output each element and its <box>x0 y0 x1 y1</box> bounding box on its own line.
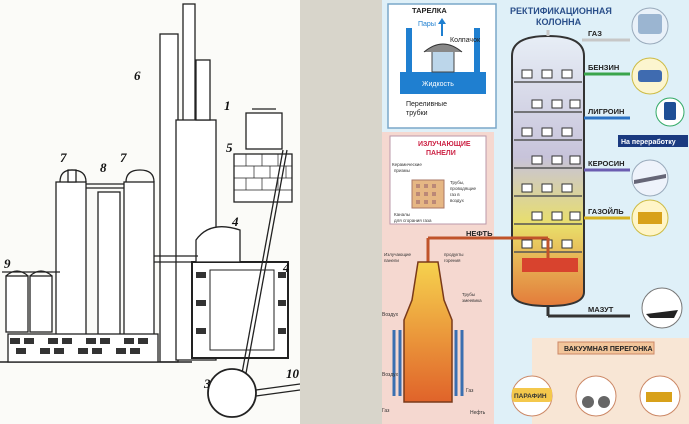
label-3: 3 <box>203 376 211 391</box>
plant-drawing-panel: 1 5 6 4 4 7 7 8 9 3 10 <box>0 0 301 424</box>
products-label-2: горения <box>444 258 461 263</box>
column-infographic-panel: ТАРЕЛКА Пары Колпачок Жидкость Переливны… <box>382 0 689 424</box>
panels-title-1: ИЗЛУЧАЮЩИЕ <box>418 141 471 148</box>
label-5: 5 <box>226 140 233 155</box>
vacuum-paraffin: ПАРАФИН <box>514 393 547 400</box>
column-title-2: КОЛОННА <box>536 17 582 27</box>
panels-channels-2: для сгорания газа <box>394 218 432 223</box>
panels-ceramic-1: Керамические <box>392 162 422 167</box>
air-label-1: Воздух <box>382 312 399 318</box>
separator-strip <box>300 0 382 424</box>
gas-label: Газ <box>466 388 474 394</box>
panels-pipes-3: газ в <box>450 192 460 197</box>
oil-label: НЕФТЬ <box>466 229 493 238</box>
tubes-left-label-2: панели <box>384 258 399 263</box>
column-infographic: ТАРЕЛКА Пары Колпачок Жидкость Переливны… <box>382 0 689 424</box>
label-10: 10 <box>286 366 300 381</box>
vacuum-title: ВАКУУМНАЯ ПЕРЕГОНКА <box>564 346 653 353</box>
rectification-column <box>511 34 585 308</box>
tubes-left-label-1: Излучающие <box>384 252 412 257</box>
panels-pipes-1: Трубы, <box>450 180 464 185</box>
product-kerosene: КЕРОСИН <box>588 159 625 168</box>
panels-pipes-4: воздух <box>450 198 465 203</box>
coil-label-1: Трубы <box>462 292 475 297</box>
product-gas: ГАЗ <box>588 29 602 38</box>
vacuum-distillation: ВАКУУМНАЯ ПЕРЕГОНКА ПАРАФИН <box>511 341 681 417</box>
tray-cap-label: Колпачок <box>450 37 481 44</box>
tray-inset: ТАРЕЛКА Пары Колпачок Жидкость Переливны… <box>387 3 497 129</box>
product-mazut: МАЗУТ <box>588 305 614 314</box>
panels-pipes-2: проводящие <box>450 186 476 191</box>
oil-bottom-label: Нефть <box>470 410 486 416</box>
tray-tubes-label-1: Переливные <box>406 101 447 108</box>
product-ligroin: ЛИГРОИН <box>588 107 624 116</box>
air-label-2: Воздух <box>382 372 399 378</box>
label-9: 9 <box>4 256 11 271</box>
label-4a: 4 <box>231 214 239 229</box>
tray-tubes-label-2: трубки <box>406 109 428 117</box>
tray-vapor-label: Пары <box>418 21 436 28</box>
panels-title-2: ПАНЕЛИ <box>426 150 456 157</box>
column-title-1: РЕКТИФИКАЦИОННАЯ <box>510 6 612 16</box>
coil-label-2: змеевика <box>462 298 482 303</box>
product-gasoline: БЕНЗИН <box>588 63 619 72</box>
plant-drawing: 1 5 6 4 4 7 7 8 9 3 10 <box>0 3 300 418</box>
tray-title: ТАРЕЛКА <box>412 6 447 15</box>
panels-channels-1: Каналы <box>394 212 410 217</box>
label-7b: 7 <box>120 150 127 165</box>
label-4b: 4 <box>282 260 290 275</box>
label-1: 1 <box>224 98 231 113</box>
product-processing: На переработку <box>621 138 676 146</box>
label-8: 8 <box>100 160 107 175</box>
label-7a: 7 <box>60 150 67 165</box>
products-label-1: продукты <box>444 252 464 257</box>
product-gasoil: ГАЗОЙЛЬ <box>588 207 624 216</box>
product-icons <box>631 7 685 329</box>
furnace: НЕФТЬ продукты горения Трубы змеевика Из… <box>382 229 550 416</box>
label-6: 6 <box>134 68 141 83</box>
gas-bottom-label: Газ <box>382 408 390 414</box>
panels-ceramic-2: призмы <box>394 168 410 173</box>
panels-inset: ИЗЛУЧАЮЩИЕ ПАНЕЛИ Керамические призмы Тр… <box>389 135 487 225</box>
tray-liquid-label: Жидкость <box>422 81 454 88</box>
